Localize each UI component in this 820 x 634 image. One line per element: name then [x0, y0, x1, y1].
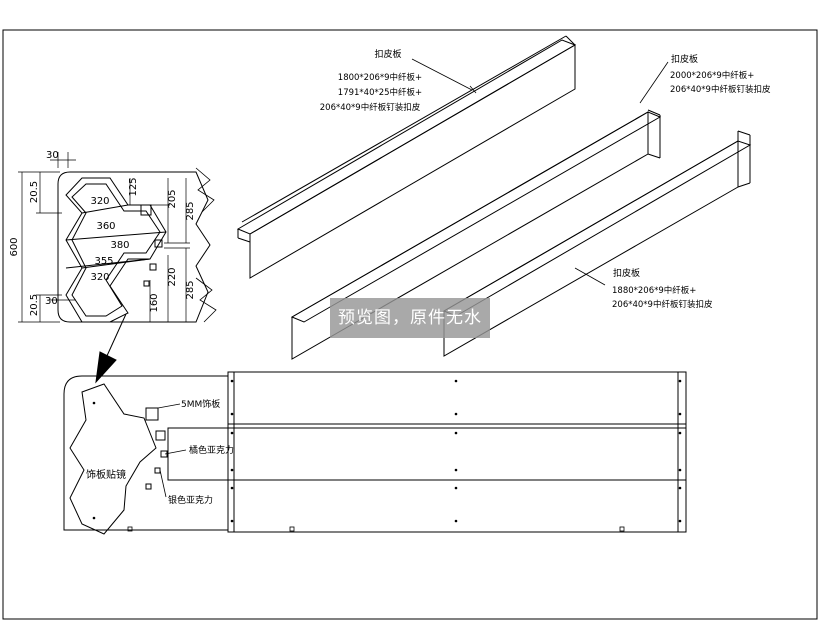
top-panel-spec-2: 1791*40*25中纤板+ [338, 87, 422, 98]
front-view [63, 371, 687, 535]
dim-600: 600 [9, 237, 20, 256]
label-silver-acrylic: 银色亚克力 [168, 494, 213, 506]
dim-160: 160 [149, 293, 160, 312]
low-panel-spec-1: 1880*206*9中纤板+ [612, 285, 696, 296]
top-panel-spec-3: 206*40*9中纤板钉装扣皮 [320, 102, 421, 113]
dim-220: 220 [167, 267, 178, 286]
dim-20-5-bottom: 20.5 [29, 294, 40, 316]
side-view-dimensions [18, 152, 190, 323]
mid-panel-spec-1: 2000*206*9中纤板+ [670, 70, 754, 81]
mid-panel-title: 扣皮板 [671, 53, 698, 65]
dim-125: 125 [128, 177, 139, 196]
dim-380: 380 [110, 240, 129, 251]
front-view-leaders [157, 403, 187, 498]
panel-middle [290, 109, 662, 360]
dim-320-a: 320 [90, 196, 109, 207]
front-view-squares [145, 407, 168, 490]
label-orange-acrylic: 橘色亚克力 [189, 444, 234, 456]
front-view-notches [127, 526, 625, 532]
label-5mm-board: 5MM饰板 [181, 398, 220, 410]
dim-355: 355 [94, 256, 113, 267]
top-panel-title: 扣皮板 [374, 48, 401, 60]
low-panel-title: 扣皮板 [613, 267, 640, 279]
panel-top [236, 35, 577, 279]
dim-285-b: 285 [185, 280, 196, 299]
leader-lines [411, 58, 669, 286]
top-panel-spec-1: 1800*206*9中纤板+ [338, 72, 422, 83]
front-view-screws [92, 379, 682, 523]
view-arrow [95, 313, 127, 384]
hexagon-outline [65, 177, 167, 323]
dim-285-a: 285 [185, 201, 196, 220]
dim-360: 360 [96, 221, 115, 232]
break-marks [195, 167, 217, 323]
label-mirror-board: 饰板贴镜 [86, 468, 126, 481]
mid-panel-spec-2: 206*40*9中纤板钉装扣皮 [670, 84, 771, 95]
side-view-squares [140, 204, 163, 287]
dim-320-b: 320 [90, 272, 109, 283]
drawing-frame [2, 29, 818, 620]
low-panel-spec-2: 206*40*9中纤板钉装扣皮 [612, 299, 713, 310]
dim-30-bottom: 30 [45, 296, 58, 307]
side-view-body [57, 171, 211, 323]
watermark-banner: 预览图，原件无水印 [330, 298, 490, 368]
dim-20-5-top: 20.5 [29, 181, 40, 203]
dim-205: 205 [167, 189, 178, 208]
dim-30-top: 30 [46, 150, 59, 161]
